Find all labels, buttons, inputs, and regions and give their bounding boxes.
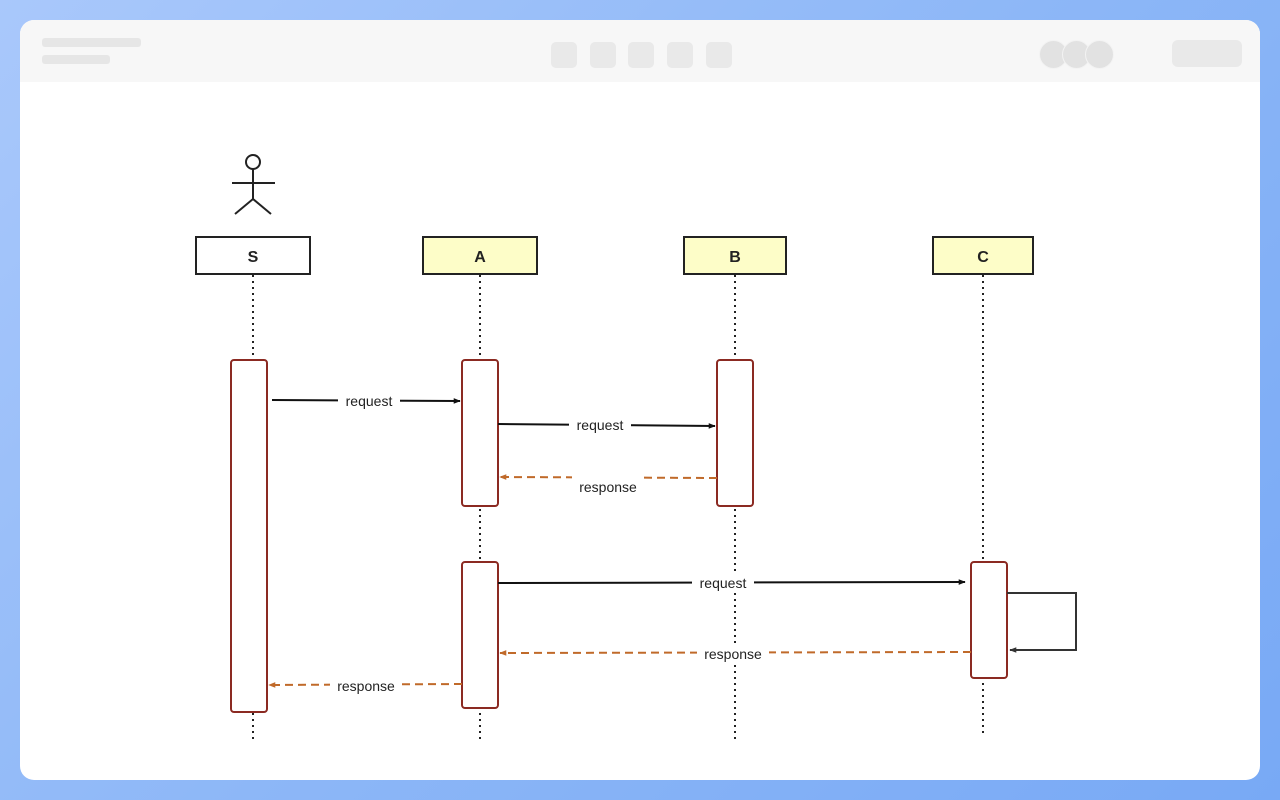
subtitle-placeholder — [42, 55, 110, 64]
sequence-diagram: S A B C request request — [195, 154, 1077, 742]
message-label: response — [337, 678, 395, 694]
message-2[interactable]: request — [497, 416, 716, 434]
message-4[interactable]: request — [497, 574, 966, 592]
app-window: S A B C request request — [20, 20, 1260, 780]
participant-label: B — [729, 249, 741, 266]
activation-B[interactable] — [716, 359, 754, 507]
message-label: request — [700, 575, 747, 591]
toolbar — [20, 20, 1260, 82]
message-label: request — [346, 393, 393, 409]
message-label: request — [577, 417, 624, 433]
activation-S[interactable] — [230, 359, 268, 713]
message-3[interactable]: response — [499, 474, 718, 495]
tool-button-1[interactable] — [551, 42, 577, 68]
message-label: response — [579, 479, 637, 495]
participant-label: S — [248, 249, 259, 266]
activation-A-2[interactable] — [461, 561, 499, 709]
activation-A-1[interactable] — [461, 359, 499, 507]
participant-S[interactable]: S — [195, 236, 311, 275]
message-label: response — [704, 646, 762, 662]
message-5[interactable]: response — [499, 645, 972, 663]
self-call-C[interactable] — [1007, 592, 1077, 653]
tool-button-2[interactable] — [590, 42, 616, 68]
activation-C[interactable] — [970, 561, 1008, 679]
share-button[interactable] — [1172, 40, 1242, 67]
title-placeholder — [42, 38, 141, 47]
participant-label: A — [474, 249, 486, 266]
tool-button-5[interactable] — [706, 42, 732, 68]
participant-A[interactable]: A — [422, 236, 538, 275]
participant-label: C — [977, 249, 989, 266]
participant-B[interactable]: B — [683, 236, 787, 275]
tool-button-3[interactable] — [628, 42, 654, 68]
message-6[interactable]: response — [268, 677, 463, 695]
tool-button-4[interactable] — [667, 42, 693, 68]
stick-figure-icon — [232, 154, 275, 215]
participant-C[interactable]: C — [932, 236, 1034, 275]
message-1[interactable]: request — [271, 392, 461, 410]
avatar-3 — [1085, 40, 1114, 69]
